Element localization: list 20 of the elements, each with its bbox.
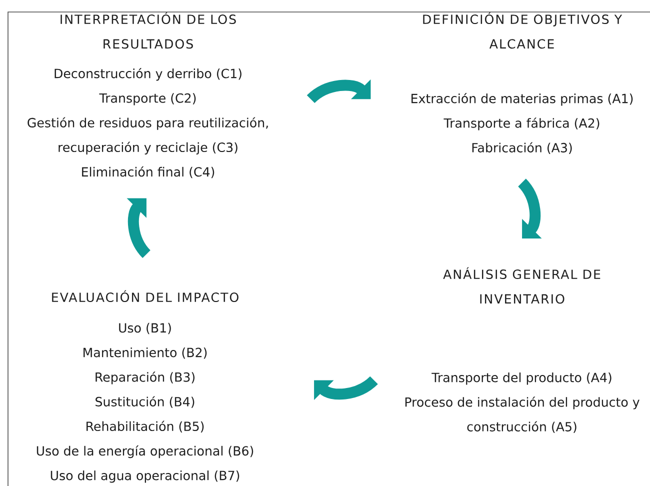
list-item: Uso (B1) [119,322,171,334]
list-item: Transporte (C2) [99,93,196,106]
list-item: Sustitución (B4) [96,396,194,408]
list-item: Mantenimiento (B2) [84,348,207,359]
list-item: Uso de la energía operacional (B6) [36,445,254,458]
list-item: Proceso de instalación del producto y construcción (A5) [405,396,640,433]
list-item: Uso del agua operacional (B7) [50,470,240,483]
section-heading: DEFINICIÓN DE OBJETIVOS Y ALCANCE [423,12,622,49]
list-item: Fabricación (A3) [472,142,572,154]
list-item: Gestión de residuos para reutilización, recuperación y reciclaje (C3) [28,117,268,154]
list-item: Rehabilitación (B5) [86,420,204,433]
section-heading: ANÁLISIS GENERAL DE INVENTARIO [443,267,600,304]
section-heading: EVALUACIÓN DEL IMPACTO [52,290,238,302]
section-heading: INTERPRETACIÓN DE LOS RESULTADOS [60,12,236,49]
list-item: Transporte a fábrica (A2) [444,118,600,130]
list-item: Reparación (B3) [96,372,194,384]
list-item: Eliminación final (C4) [82,166,214,178]
list-item: Deconstrucción y derribo (C1) [54,68,242,81]
list-item: Transporte del producto (A4) [432,372,612,385]
list-item: Extracción de materias primas (A1) [412,93,633,106]
